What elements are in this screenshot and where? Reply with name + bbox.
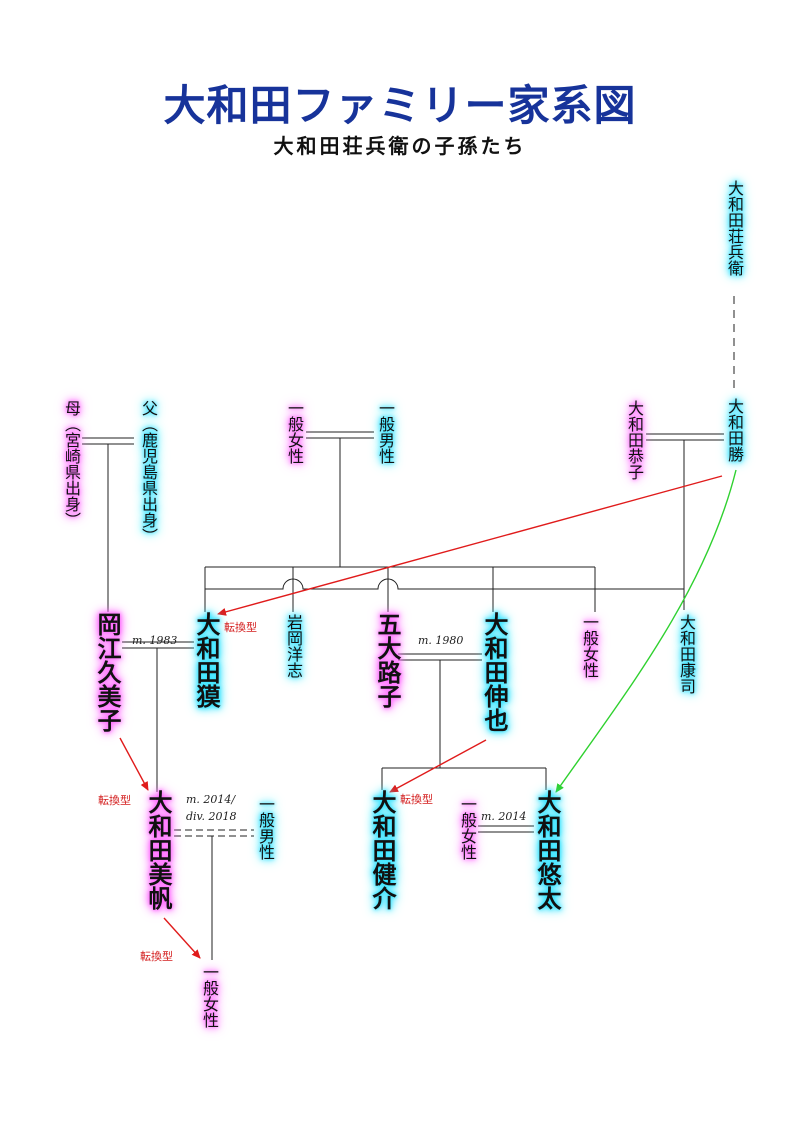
person-baku: 大和田獏 <box>192 612 220 708</box>
person-kaori-mother: 母（宮崎県出身） <box>62 400 81 528</box>
person-sibling-woman: 一般女性 <box>580 614 599 678</box>
marriage-note-yuta: m. 2014 <box>481 810 527 823</box>
person-general-woman: 一般女性 <box>285 400 304 464</box>
person-sobei: 大和田荘兵衛 <box>725 180 744 276</box>
person-yasushi: 大和田康司 <box>677 614 696 694</box>
marriage-note-baku: m. 1983 <box>132 634 178 647</box>
conversion-arrow-katsu-to-baku <box>217 475 723 616</box>
conversion-label-miho: 転換型 <box>98 794 131 807</box>
person-kyoko: 大和田恭子 <box>625 400 644 480</box>
marriage-note-shinya: m. 1980 <box>418 634 464 647</box>
person-michiko: 五大路子 <box>373 612 401 708</box>
conversion-arrow-kumiko-to-miho <box>119 737 149 791</box>
person-kumiko: 岡江久美子 <box>93 612 121 732</box>
person-shinya: 大和田伸也 <box>480 612 508 732</box>
person-kaori-father: 父（鹿児島県出身） <box>139 400 158 544</box>
person-general-man: 一般男性 <box>376 400 395 464</box>
person-miho-child: 一般女性 <box>200 964 219 1028</box>
person-yuta-wife: 一般女性 <box>458 796 477 860</box>
conversion-label-baku: 転換型 <box>224 621 257 634</box>
conversion-label-kensuke: 転換型 <box>400 793 433 806</box>
page-title: 大和田ファミリー家系図 <box>163 81 637 130</box>
person-kensuke: 大和田健介 <box>368 790 396 910</box>
person-hiroshi: 岩岡洋志 <box>284 614 303 678</box>
conversion-arrow-miho-to-child <box>163 917 201 959</box>
conversion-label-child: 転換型 <box>140 950 173 963</box>
conversion-arrow-shinya-to-kensuke <box>389 739 487 793</box>
adoption-arrow-katsu-to-yuta <box>555 469 737 793</box>
marriage-note-miho-1: m. 2014/ <box>186 793 236 806</box>
marriage-note-miho-2: div. 2018 <box>186 810 237 823</box>
person-miho-ex-husband: 一般男性 <box>256 796 275 860</box>
page-subtitle: 大和田荘兵衛の子孫たち <box>273 134 527 158</box>
person-miho: 大和田美帆 <box>144 790 172 910</box>
person-katsu: 大和田勝 <box>725 398 744 462</box>
person-yuta: 大和田悠太 <box>533 790 561 910</box>
katsu-sibling-line <box>205 578 684 590</box>
